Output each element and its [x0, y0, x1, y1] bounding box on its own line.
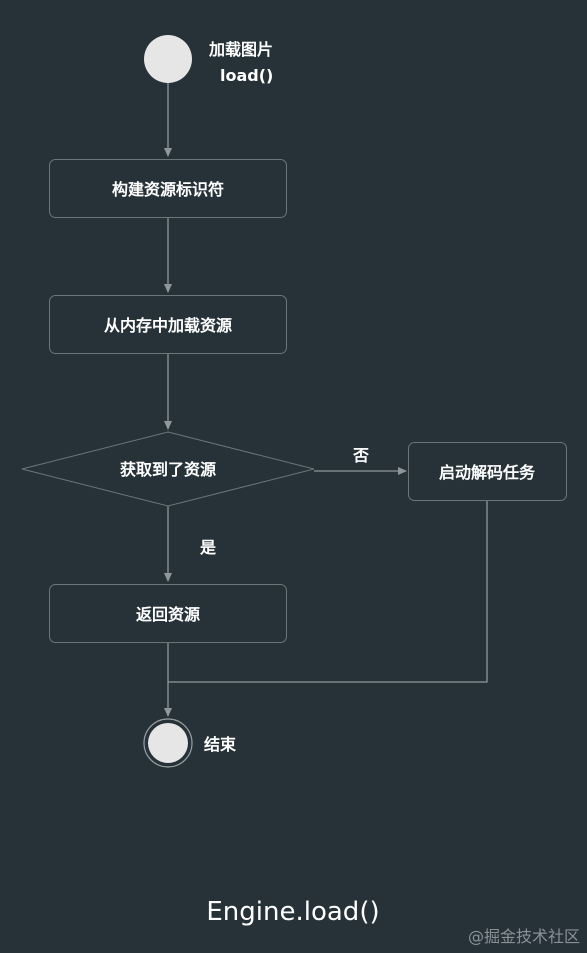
diagram-caption: Engine.load()	[206, 897, 379, 927]
step-return-resource-label: 返回资源	[136, 605, 200, 624]
step-build-key	[49, 159, 287, 218]
decision-label: 获取到了资源	[120, 460, 216, 479]
edge-label-yes: 是	[199, 538, 216, 557]
start-sublabel: load()	[220, 66, 273, 85]
watermark: @掘金技术社区	[468, 927, 580, 946]
step-load-memory	[49, 295, 287, 354]
end-node-ring	[143, 718, 193, 768]
step-build-key-label: 构建资源标识符	[112, 180, 224, 199]
step-decode-job	[408, 442, 567, 501]
step-return-resource	[49, 584, 287, 643]
edge-label-no: 否	[352, 446, 369, 465]
end-label: 结束	[203, 735, 237, 754]
step-load-memory-label: 从内存中加载资源	[104, 316, 232, 335]
decision-got-resource	[21, 431, 315, 507]
step-decode-job-label: 启动解码任务	[439, 463, 536, 482]
edge-decode-job-to-end	[168, 500, 488, 683]
start-label: 加载图片	[208, 40, 273, 59]
end-node	[148, 723, 188, 763]
start-node	[144, 35, 192, 83]
